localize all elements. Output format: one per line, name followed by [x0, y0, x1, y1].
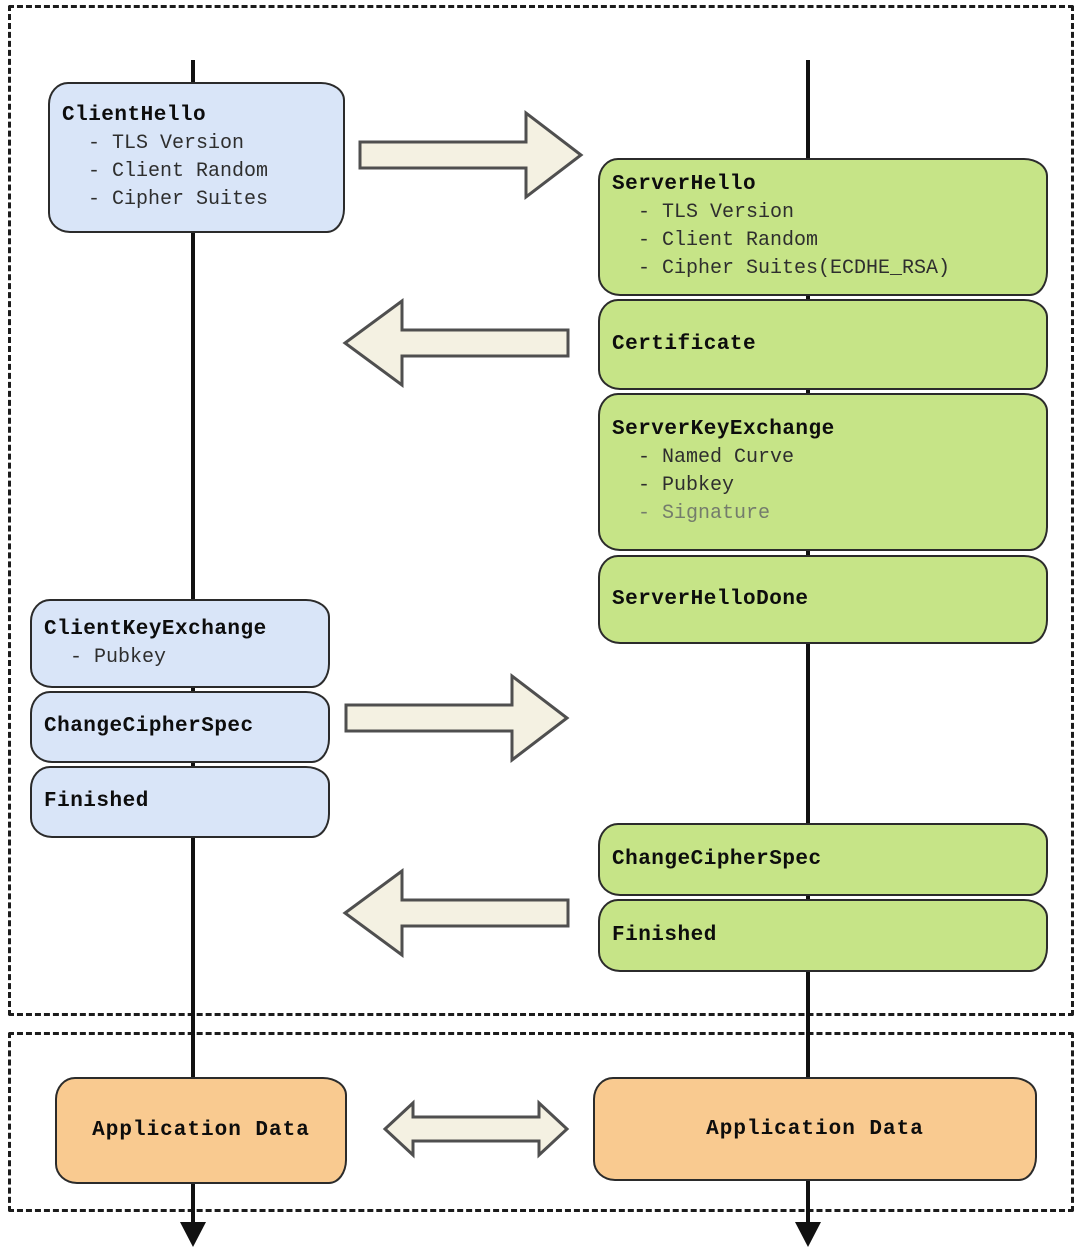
handshake-phase-border: [8, 5, 1074, 1016]
server-key-exchange-title: ServerKeyExchange: [612, 418, 835, 441]
finished-client-title: Finished: [44, 790, 149, 813]
client-hello-title: ClientHello: [62, 103, 207, 127]
application-data-server-box: Application Data: [593, 1077, 1037, 1181]
client-key-exchange-item: - Pubkey: [70, 645, 167, 669]
client-hello-item: - Client Random: [88, 159, 269, 183]
server-hello-box: ServerHello - TLS Version - Client Rando…: [598, 158, 1048, 296]
server-key-exchange-item: - Signature: [638, 502, 771, 525]
change-cipher-spec-client-box: ChangeCipherSpec: [30, 691, 330, 763]
server-hello-item: - TLS Version: [638, 201, 795, 224]
application-data-client-box: Application Data: [55, 1077, 347, 1184]
server-key-exchange-box: ServerKeyExchange - Named Curve - Pubkey…: [598, 393, 1048, 551]
change-cipher-spec-client-title: ChangeCipherSpec: [44, 715, 254, 738]
server-hello-item: - Cipher Suites(ECDHE_RSA): [638, 257, 951, 280]
client-key-exchange-title: ClientKeyExchange: [44, 617, 267, 641]
certificate-title: Certificate: [612, 332, 757, 356]
application-data-phase-border: [8, 1032, 1074, 1212]
application-data-client-label: Application Data: [92, 1119, 310, 1142]
server-key-exchange-item: - Pubkey: [638, 474, 735, 497]
server-hello-title: ServerHello: [612, 173, 757, 196]
client-hello-box: ClientHello - TLS Version - Client Rando…: [48, 82, 345, 233]
arrow-clienthello-to-server-icon: [358, 109, 584, 201]
client-key-exchange-box: ClientKeyExchange - Pubkey: [30, 599, 330, 688]
application-data-server-label: Application Data: [706, 1117, 924, 1141]
certificate-box: Certificate: [598, 299, 1048, 390]
change-cipher-spec-server-box: ChangeCipherSpec: [598, 823, 1048, 896]
arrow-application-data-bidirectional-icon: [382, 1099, 570, 1159]
server-hello-done-title: ServerHelloDone: [612, 587, 809, 611]
arrow-client-finished-to-server-icon: [344, 672, 570, 764]
arrow-server-certificate-to-client-icon: [342, 298, 570, 388]
client-hello-item: - Cipher Suites: [88, 187, 269, 211]
server-hello-item: - Client Random: [638, 229, 819, 252]
server-hello-done-box: ServerHelloDone: [598, 555, 1048, 644]
finished-client-box: Finished: [30, 766, 330, 838]
client-lifeline-arrowhead-icon: [180, 1222, 206, 1247]
finished-server-box: Finished: [598, 899, 1048, 972]
server-key-exchange-item: - Named Curve: [638, 446, 795, 469]
arrow-server-finished-to-client-icon: [342, 868, 570, 958]
client-hello-item: - TLS Version: [88, 131, 245, 155]
server-lifeline-arrowhead-icon: [795, 1222, 821, 1247]
change-cipher-spec-server-title: ChangeCipherSpec: [612, 847, 822, 871]
finished-server-title: Finished: [612, 923, 717, 947]
